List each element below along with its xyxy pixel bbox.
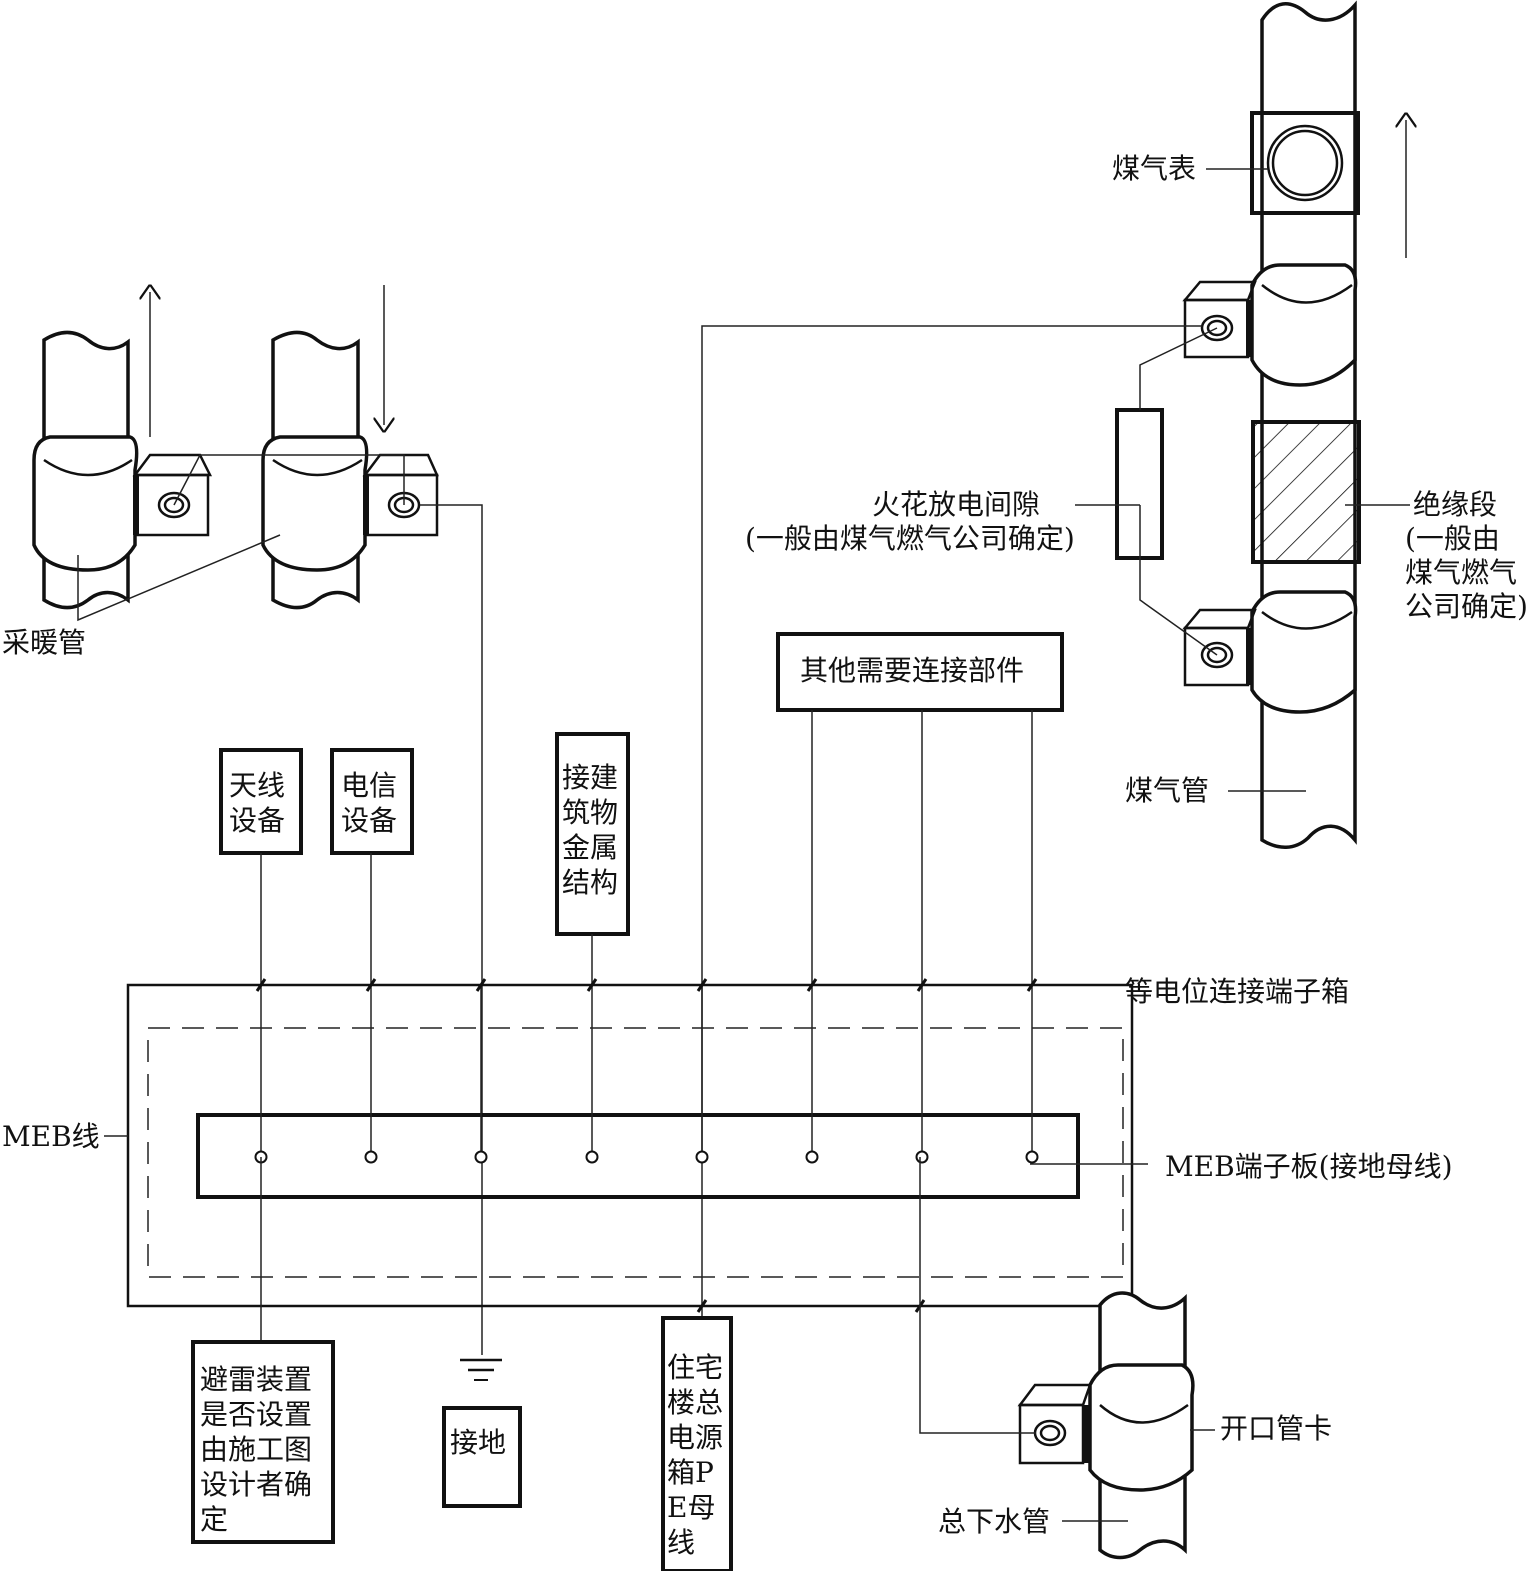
terminal-point [1025,1150,1039,1164]
crossing-tick [365,978,377,992]
terminal-point [695,1150,709,1164]
heating-bond-wire [420,504,483,1355]
gas-meter [1250,111,1360,215]
meb-terminal-board [196,1113,1080,1199]
spark-gap-note: (一般由煤气燃气公司确定) [745,522,1075,555]
equipotential-box-dashed [147,1027,1124,1278]
antenna-box-text: 天线设备 [229,769,286,837]
drain-bond-wire [919,1157,1036,1434]
meb-terminal-board-label: MEB端子板(接地母线) [1165,1150,1453,1183]
terminal-point [585,1150,599,1164]
crossing-tick [696,978,708,992]
pe-busbar-box [661,1316,733,1571]
crossing-tick [806,978,818,992]
gas-bond-wire [701,325,1202,1318]
other-parts-box-text: 其他需要连接部件 [800,654,1025,687]
crossing-tick [916,978,928,992]
lightning-box-text: 避雷装置是否设置由施工图设计者确定 [200,1363,313,1536]
pe-busbar-box-text: 住宅楼总电源箱PE母线 [667,1351,724,1559]
crossing-tick [696,1299,708,1313]
crossing-tick [475,978,487,992]
spark-gap-label: 火花放电间隙 [872,488,1041,521]
terminal-point [364,1150,378,1164]
equipotential-box-label: 等电位连接端子箱 [1125,975,1350,1008]
insulation-label: 绝缘段 [1413,488,1498,521]
heating-pipe-right [261,330,439,610]
building-metal-box-text: 接建筑物金属结构 [562,761,619,899]
telecom-box [330,748,414,855]
gas-pipe-label: 煤气管 [1125,774,1210,807]
insulation-note-2: 煤气燃气 [1405,556,1518,589]
insulation-note-1: (一般由 [1405,522,1500,555]
terminal-point [474,1150,488,1164]
gas-pipe [1182,0,1361,849]
terminal-point [915,1150,929,1164]
insulation-note-3: 公司确定) [1405,590,1528,623]
gas-meter-label: 煤气表 [1112,152,1197,185]
insulation-segment [1251,420,1361,564]
heating-pipe-left [32,330,213,610]
open-clamp-label: 开口管卡 [1220,1412,1333,1445]
ground-symbol-icon [460,1358,502,1381]
crossing-tick [255,978,267,992]
heating-pipe-label: 采暖管 [2,626,87,659]
other-parts-box [776,632,1064,712]
telecom-box-text: 电信设备 [341,769,398,837]
crossing-tick [586,978,598,992]
meb-line-enclosure [126,983,1134,1308]
grounding-box [442,1406,522,1508]
drain-pipe-label: 总下水管 [938,1505,1051,1538]
crossing-tick [1026,978,1038,992]
grounding-box-text: 接地 [450,1426,507,1459]
lightning-box [191,1340,335,1544]
terminal-point [805,1150,819,1164]
meb-line-label: MEB线 [2,1120,100,1153]
drain-pipe [1017,1291,1195,1560]
